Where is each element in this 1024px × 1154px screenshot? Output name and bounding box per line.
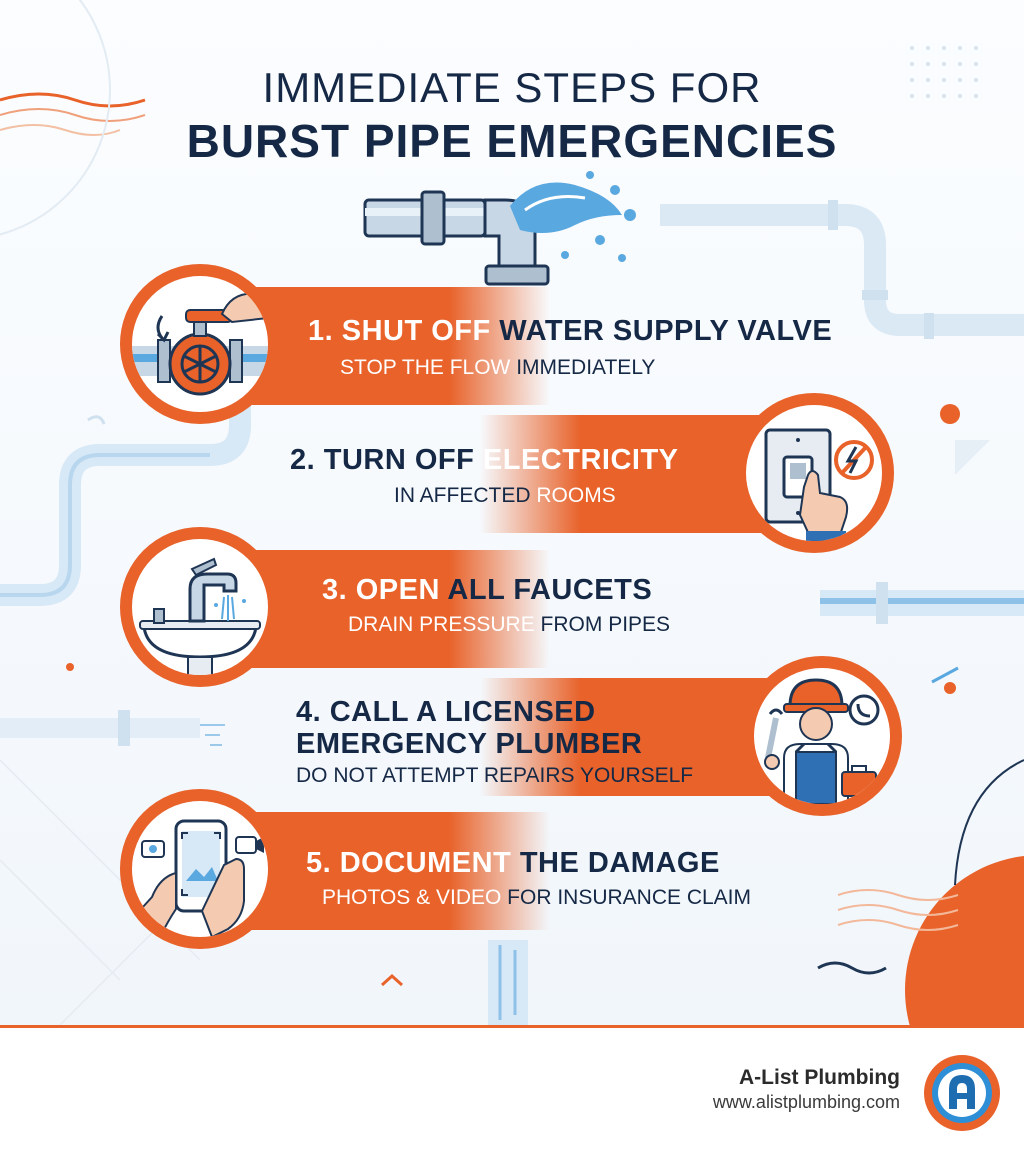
light-switch-icon (764, 428, 874, 541)
plumber-icon (764, 678, 880, 804)
step-4-title: 4. CALL A LICENSED EMERGENCY PLUMBER (296, 696, 643, 760)
burst-pipe-icon (363, 171, 636, 286)
phone-camera-icon (132, 819, 264, 937)
valve-icon (132, 292, 268, 396)
step-4-subtitle: DO NOT ATTEMPT REPAIRS YOURSELF (296, 764, 694, 787)
step-2-circle (734, 393, 894, 553)
step-2-subtitle: IN AFFECTED ROOMS (394, 484, 616, 507)
company-name: A-List Plumbing (739, 1066, 900, 1089)
step-5-title: 5. DOCUMENT THE DAMAGE (306, 847, 720, 879)
background-pipes-decoration (0, 0, 1024, 1025)
step-3-subtitle: DRAIN PRESSURE FROM PIPES (348, 613, 671, 636)
step-3-title: 3. OPEN ALL FAUCETS (322, 574, 653, 606)
step-1-subtitle: STOP THE FLOW IMMEDIATELY (340, 356, 656, 379)
faucet-icon (139, 557, 261, 675)
step-1-title: 1. SHUT OFF WATER SUPPLY VALVE (308, 315, 833, 347)
footer-divider (0, 1025, 1024, 1028)
step-5-circle (120, 789, 280, 949)
step-2-title: 2. TURN OFF ELECTRICITY (290, 444, 679, 476)
step-4-circle (742, 656, 902, 816)
step-1-circle (120, 264, 280, 424)
company-url[interactable]: www.alistplumbing.com (712, 1092, 900, 1112)
title-line-2: BURST PIPE EMERGENCIES (186, 115, 838, 167)
title-line-1: IMMEDIATE STEPS FOR (262, 64, 762, 111)
company-logo-icon (924, 1055, 1000, 1131)
page-title: IMMEDIATE STEPS FOR BURST PIPE EMERGENCI… (0, 64, 1024, 168)
step-3-circle (120, 527, 280, 687)
step-5-subtitle: PHOTOS & VIDEO FOR INSURANCE CLAIM (322, 886, 752, 909)
